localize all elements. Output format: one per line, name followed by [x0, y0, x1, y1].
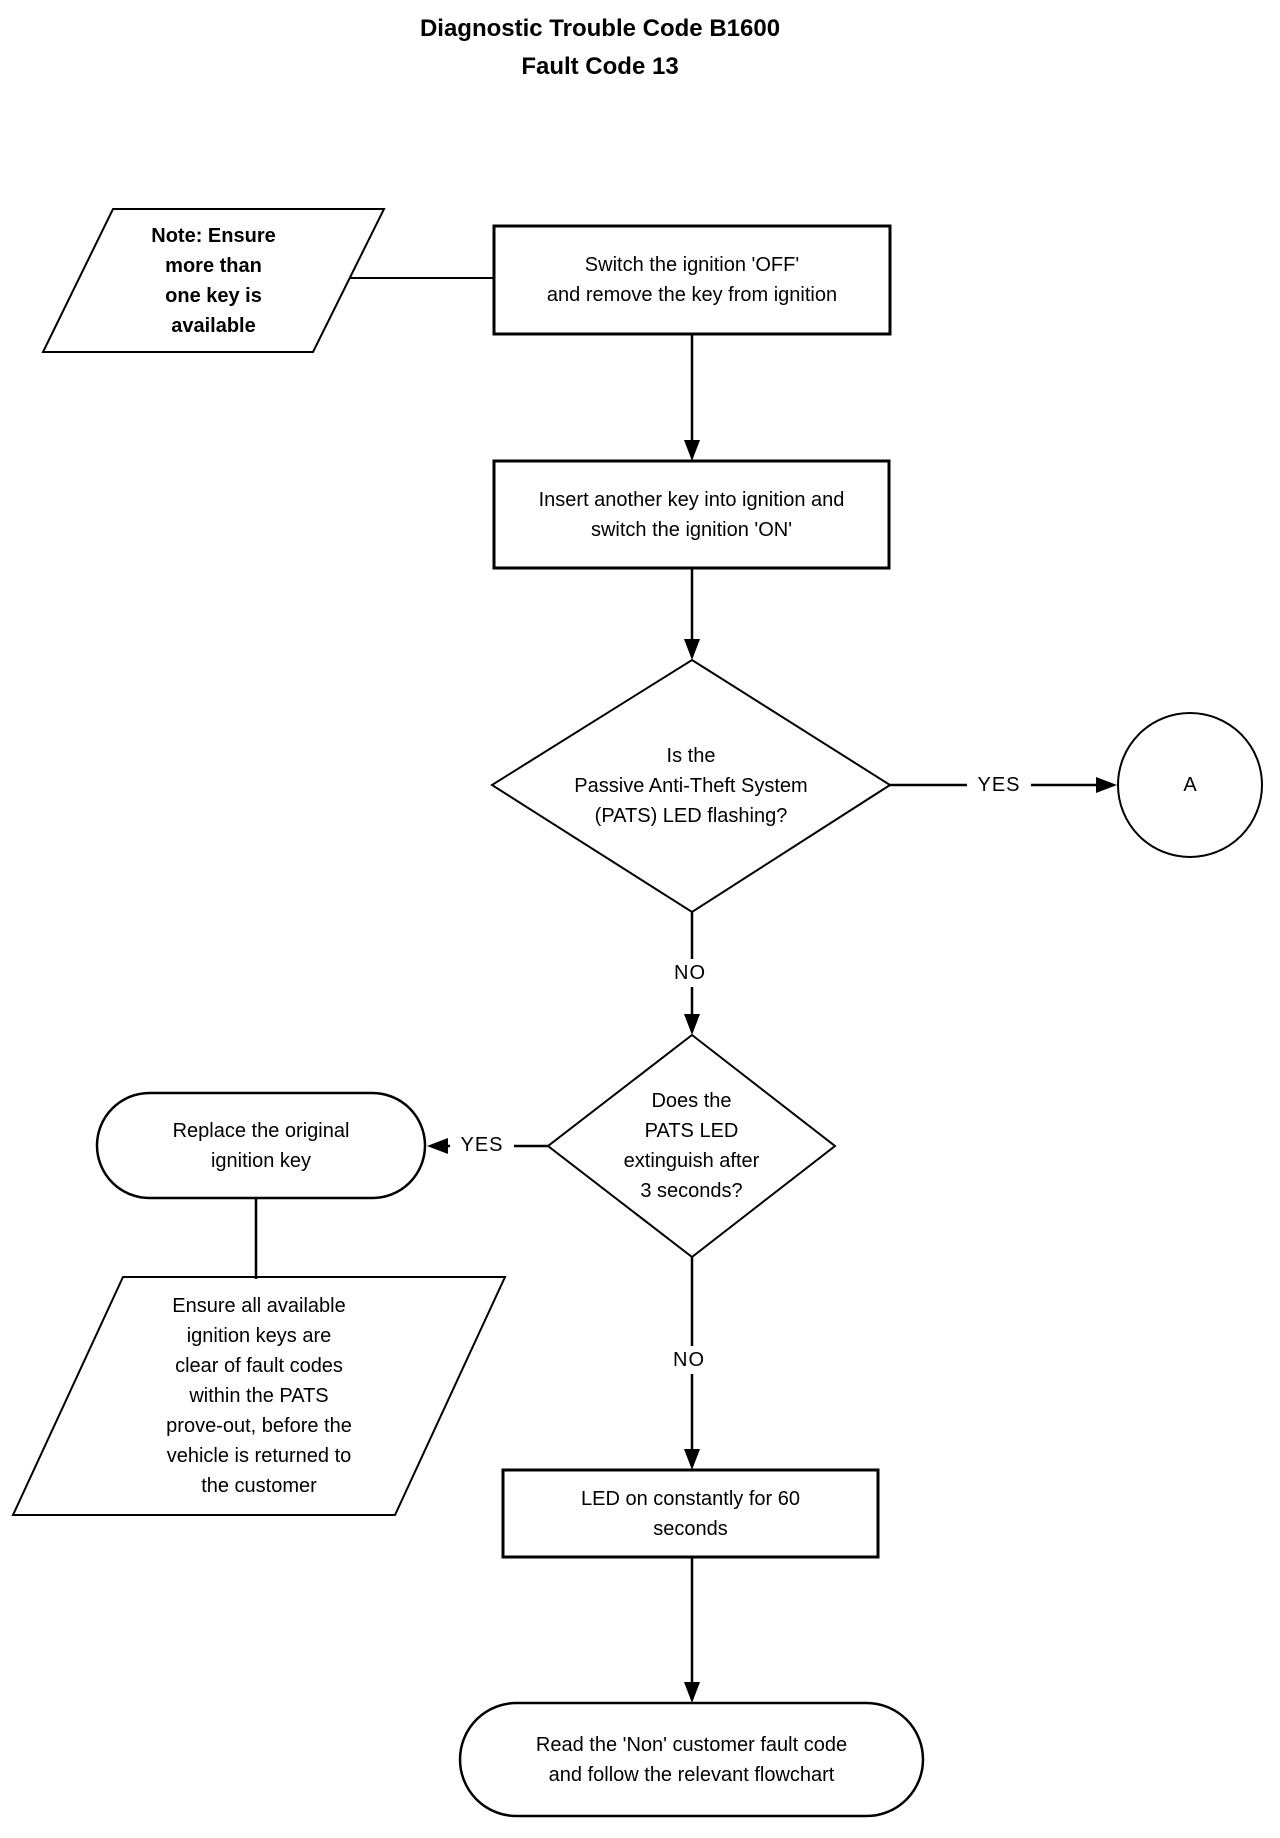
note-parallelogram-text: Note: Ensure more than one key is availa…: [151, 224, 276, 337]
replace-original-key-text: Replace the original ignition key: [172, 1119, 350, 1172]
edge-label-yes-to-replace-key: YES: [450, 1131, 514, 1159]
read-fault-code-stadium-shape: [458, 1701, 925, 1818]
arrowhead-down-led-constant: [684, 1449, 700, 1470]
edge-label-yes-to-connector-a: YES: [967, 771, 1031, 799]
connector-a-circle-shape: [1117, 712, 1263, 858]
pats-led-flashing-text: Is the Passive Anti-Theft System (PATS) …: [574, 745, 808, 827]
edge-label-no-to-led-constant: NO: [665, 1346, 713, 1374]
arrowhead-left-replace-key: [427, 1138, 448, 1154]
insert-another-key-text: Insert another key into ignition and swi…: [538, 488, 845, 541]
edge-label-no-to-extinguish: NO: [666, 959, 714, 987]
note-parallelogram-shape: [41, 208, 386, 353]
arrowhead-right-connector-a: [1096, 777, 1117, 793]
switch-ignition-off-rect-shape: [492, 224, 892, 336]
connector-a-text: A: [1183, 774, 1197, 796]
arrowhead-down-extinguish-decision: [684, 1014, 700, 1035]
arrowhead-down-insert-key: [684, 440, 700, 461]
arrowhead-down-flashing-decision: [684, 639, 700, 660]
read-fault-code-text: Read the 'Non' customer fault code and f…: [535, 1733, 848, 1786]
led-extinguish-text: Does the PATS LED extinguish after 3 sec…: [623, 1090, 760, 1202]
switch-ignition-off-text: Switch the ignition 'OFF' and remove the…: [546, 254, 838, 306]
ensure-keys-clear-parallelogram-shape: [11, 1276, 507, 1516]
replace-original-key-stadium-shape: [95, 1091, 427, 1200]
led-on-constantly-rect-shape: [501, 1468, 880, 1559]
page-title: Diagnostic Trouble Code B1600 Fault Code…: [419, 15, 781, 80]
led-on-constantly-text: LED on constantly for 60 seconds: [580, 1487, 800, 1540]
arrowhead-down-read-fault: [684, 1682, 700, 1703]
ensure-keys-clear-text: Ensure all available ignition keys are c…: [166, 1295, 352, 1497]
